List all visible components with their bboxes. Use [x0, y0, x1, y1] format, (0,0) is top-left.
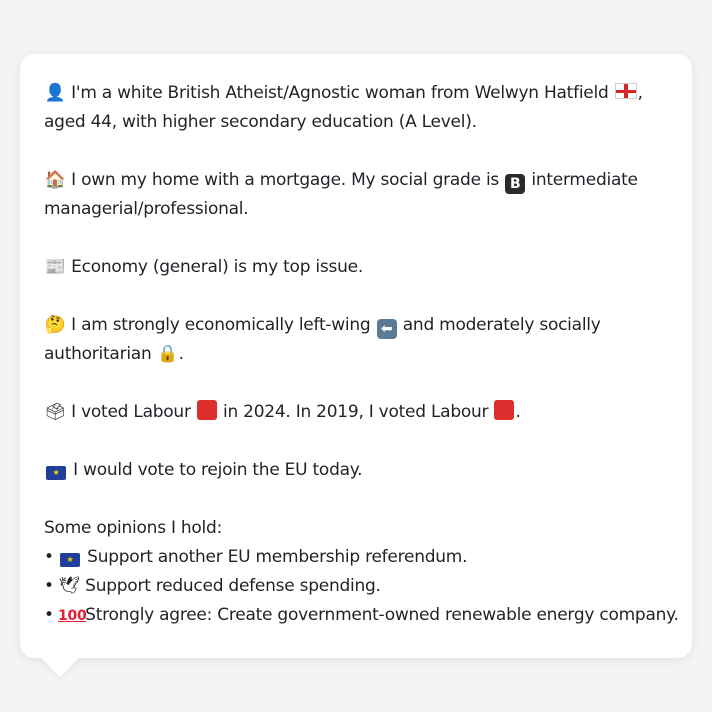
newspaper-icon: 📰	[44, 257, 66, 277]
grade-b-icon: B	[505, 174, 526, 194]
thinking-face-icon: 🤔	[44, 315, 66, 335]
issue-paragraph: 📰 Economy (general) is my top issue.	[44, 253, 672, 282]
bullet: •	[44, 605, 54, 625]
identity-paragraph: 👤 I'm a white British Atheist/Agnostic w…	[44, 79, 672, 137]
issue-text: Economy (general) is my top issue.	[71, 257, 363, 277]
opinion-item: •🕊 Support reduced defense spending.	[44, 572, 672, 601]
identity-text: I'm a white British Atheist/Agnostic wom…	[71, 83, 609, 103]
opinion-item: •★ Support another EU membership referen…	[44, 543, 672, 572]
ideology-paragraph: 🤔 I am strongly economically left-wing ⬅…	[44, 311, 672, 369]
bullet: •	[44, 547, 54, 567]
house-icon: 🏠	[44, 170, 66, 190]
opinion-item: •100 Strongly agree: Create government-o…	[44, 601, 679, 631]
eu-flag-icon: ★	[60, 553, 80, 567]
ballot-box-icon: 🗳	[44, 402, 66, 422]
vote-text: I voted Labour	[71, 402, 191, 422]
ideology-text: I am strongly economically left-wing	[71, 315, 371, 335]
red-square-icon	[494, 400, 515, 420]
eu-text: I would vote to rejoin the EU today.	[73, 460, 363, 480]
vote-paragraph: 🗳 I voted Labour in 2024. In 2019, I vot…	[44, 398, 672, 427]
england-flag-icon	[614, 83, 637, 99]
eu-flag-icon: ★	[46, 466, 66, 480]
person-silhouette-icon: 👤	[44, 83, 66, 103]
hundred-points-icon: 100	[58, 608, 87, 624]
chat-message-bubble: 👤 I'm a white British Atheist/Agnostic w…	[20, 54, 692, 658]
opinions-section: Some opinions I hold: •★ Support another…	[44, 514, 679, 631]
home-text: I own my home with a mortgage. My social…	[71, 170, 500, 190]
home-text-cont: managerial/professional.	[44, 199, 249, 219]
home-paragraph: 🏠 I own my home with a mortgage. My soci…	[44, 166, 672, 224]
opinions-heading: Some opinions I hold:	[44, 518, 223, 538]
bubble-tail	[40, 657, 80, 677]
ideology-text-cont: authoritarian	[44, 344, 152, 364]
lock-icon: 🔒	[157, 344, 179, 364]
dove-icon: 🕊	[58, 576, 80, 596]
identity-text-cont: aged 44, with higher secondary education…	[44, 112, 477, 132]
left-arrow-icon: ⬅	[376, 319, 397, 339]
bullet: •	[44, 576, 54, 596]
eu-paragraph: ★ I would vote to rejoin the EU today.	[44, 456, 672, 485]
red-square-icon	[196, 400, 217, 420]
